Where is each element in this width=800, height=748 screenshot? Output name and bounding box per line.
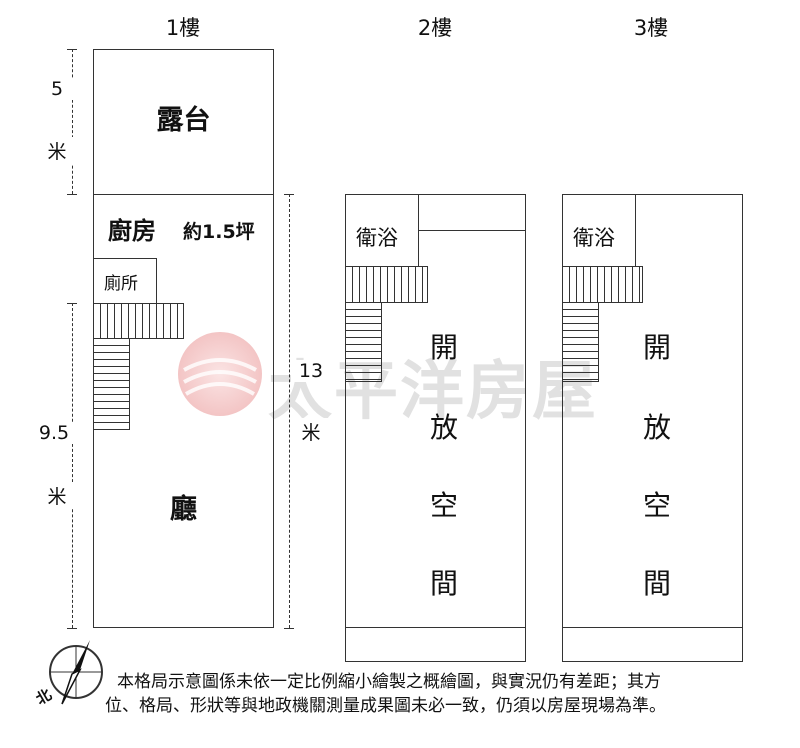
floor-1-stair-horizontal: [93, 303, 184, 339]
dimension-tick: [67, 49, 77, 50]
floor-2-stair-vertical: [345, 302, 382, 382]
dimension-tick: [67, 628, 77, 629]
upper-dimension-line: [289, 194, 290, 628]
floor-2-open-space-4: 間: [429, 567, 458, 600]
floor-2-title: 2樓: [417, 16, 453, 40]
hall-depth-unit: 米: [37, 482, 77, 509]
dimension-tick: [67, 303, 77, 304]
hall-label: 廳: [170, 494, 197, 525]
hall-dimension-line: [72, 303, 73, 628]
floor-2-closet: [418, 194, 526, 231]
upper-depth-value: 13: [291, 360, 331, 382]
floor-2-open-space-1: 開: [429, 331, 458, 364]
terrace-depth-value: 5: [37, 78, 77, 100]
floor-2-bottom-strip: [345, 627, 526, 662]
watermark-logo-icon: [176, 330, 264, 418]
floor-3-open-space-4: 間: [642, 567, 671, 600]
dimension-tick: [284, 628, 294, 629]
terrace-depth-unit: 米: [37, 137, 77, 164]
kitchen-label: 廚房: [108, 217, 156, 245]
floor-3-open-space-3: 空: [642, 489, 671, 522]
floor-3-open-space-1: 開: [642, 331, 671, 364]
disclaimer-line-2: 位、格局、形狀等與地政機關測量成果圖未必一致，仍須以房屋現場為準。: [105, 696, 666, 716]
disclaimer-line-1: 本格局示意圖係未依一定比例縮小繪製之概繪圖，與實況仍有差距；其方: [117, 672, 661, 692]
floor-3-stair-vertical: [562, 302, 599, 382]
dimension-tick: [284, 194, 294, 195]
dimension-tick: [67, 194, 77, 195]
floor-3-bath-label: 衛浴: [573, 226, 615, 250]
floor-2-open-space-3: 空: [429, 489, 458, 522]
terrace-label: 露台: [156, 105, 211, 136]
floor-2-bath-label: 衛浴: [356, 226, 398, 250]
terrace-dimension-line: [72, 49, 73, 194]
floor-1-stair-vertical: [93, 338, 130, 430]
kitchen-area-label: 約1.5坪: [183, 221, 255, 243]
compass-icon: [40, 636, 112, 708]
floor-2-open-space-2: 放: [429, 411, 458, 444]
floor-3-stair-horizontal: [562, 266, 643, 303]
floor-3-title: 3樓: [633, 16, 669, 40]
floor-2-stair-horizontal: [345, 266, 428, 303]
floor-3-open-space-2: 放: [642, 411, 671, 444]
upper-depth-unit: 米: [291, 418, 331, 445]
toilet-label: 廁所: [104, 274, 138, 294]
hall-depth-value: 9.5: [34, 422, 74, 444]
floor-1-title: 1樓: [165, 16, 201, 40]
floor-3-bottom-strip: [562, 627, 743, 662]
